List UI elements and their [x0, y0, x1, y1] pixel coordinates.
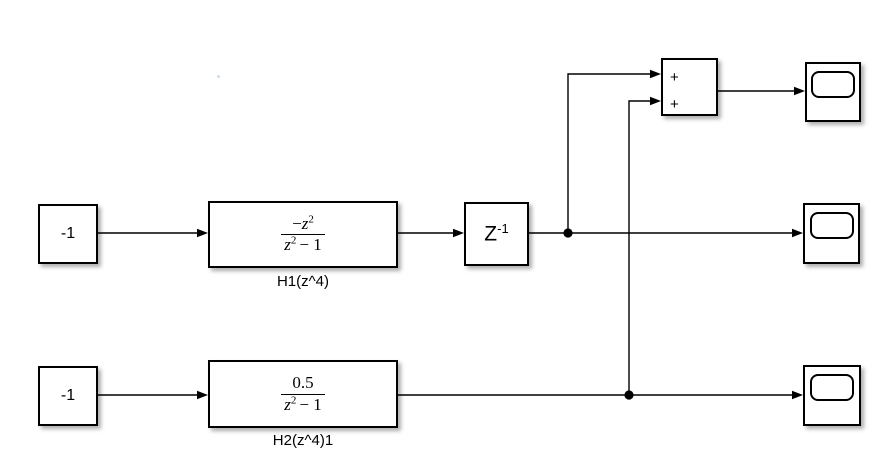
- arrowhead-icon: [794, 86, 805, 96]
- arrowhead-icon: [197, 390, 208, 400]
- wire-sum-to-scope1[interactable]: [718, 86, 805, 96]
- sum-block[interactable]: + +: [661, 58, 718, 116]
- denominator: z2− 1: [281, 234, 325, 255]
- scope-block-top[interactable]: [805, 62, 861, 122]
- wire-constant-top-to-h1[interactable]: [97, 228, 208, 238]
- wire-branch-to-sum-input1[interactable]: [567, 69, 661, 233]
- arrowhead-icon: [197, 228, 208, 238]
- arrowhead-icon: [792, 390, 803, 400]
- wire-constant-bottom-to-h2[interactable]: [97, 390, 208, 400]
- wire-branch-to-sum-input2[interactable]: [628, 96, 661, 395]
- sum-plus-sign-top: +: [670, 69, 679, 86]
- stray-pixel-artifact: [217, 75, 220, 78]
- wire-delay-to-scope2[interactable]: [529, 228, 803, 238]
- scope-block-bottom[interactable]: [803, 365, 861, 426]
- arrowhead-icon: [650, 69, 661, 79]
- transfer-function-formula: −z2 z2− 1: [281, 212, 325, 256]
- constant-value: -1: [60, 225, 76, 242]
- scope-block-middle[interactable]: [803, 203, 860, 264]
- unit-delay-block[interactable]: Z-1: [464, 202, 529, 266]
- scope-display-icon: [810, 374, 854, 401]
- delay-formula: Z-1: [484, 220, 509, 246]
- arrowhead-icon: [453, 228, 464, 238]
- numerator: −z2: [292, 212, 314, 233]
- scope-display-icon: [809, 212, 854, 239]
- constant-block-top[interactable]: -1: [38, 204, 98, 264]
- arrowhead-icon: [792, 228, 803, 238]
- transfer-function-formula: 0.5 z2− 1: [281, 373, 325, 415]
- arrowhead-icon: [650, 96, 661, 106]
- transfer-fcn-h1-block[interactable]: −z2 z2− 1: [208, 201, 398, 268]
- scope-display-icon: [811, 71, 855, 98]
- transfer-fcn-h1-name[interactable]: H1(z^4): [276, 273, 330, 290]
- constant-value: -1: [60, 387, 76, 404]
- transfer-fcn-h2-name[interactable]: H2(z^4)1: [272, 432, 334, 449]
- denominator: z2− 1: [281, 393, 325, 415]
- numerator: 0.5: [292, 373, 314, 393]
- wire-h2-to-scope3[interactable]: [398, 390, 803, 400]
- wire-h1-to-delay[interactable]: [398, 228, 464, 238]
- transfer-fcn-h2-block[interactable]: 0.5 z2− 1: [208, 360, 398, 428]
- sum-plus-sign-bottom: +: [670, 96, 679, 113]
- constant-block-bottom[interactable]: -1: [38, 366, 98, 426]
